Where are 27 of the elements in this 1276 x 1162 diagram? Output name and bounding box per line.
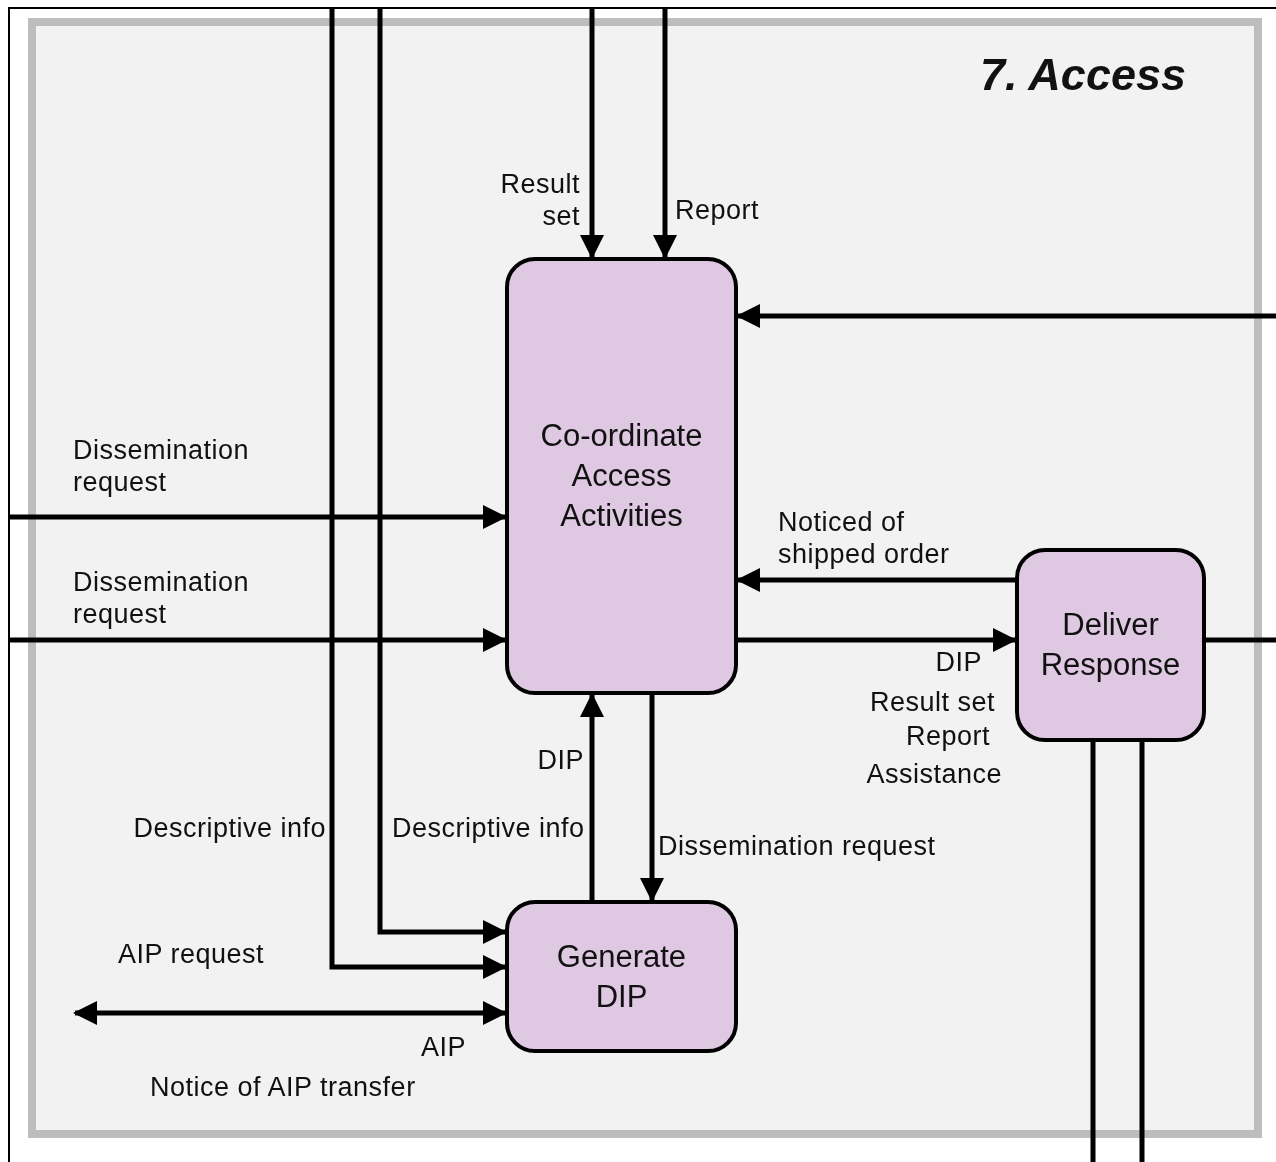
process-label: Co-ordinate Access Activities (539, 417, 704, 535)
process-box (505, 900, 738, 1053)
process-box (1015, 548, 1206, 742)
connector-line (1139, 742, 1145, 1162)
flow-label: Notice of AIP transfer (150, 1071, 417, 1103)
arrow (736, 568, 1015, 592)
flow-label: Assistance (865, 758, 1002, 790)
arrow (580, 8, 604, 259)
flow-label: AIP (419, 1031, 466, 1063)
connector-line (1090, 742, 1096, 1162)
arrow (8, 628, 507, 652)
process-label: Deliver Response (1039, 606, 1182, 684)
process-box (505, 257, 738, 695)
arrow (8, 505, 507, 529)
connector-line (1206, 637, 1276, 643)
arrow (738, 628, 1017, 652)
arrow (653, 8, 677, 259)
panel-title: 7. Access (980, 48, 1186, 102)
arrow (329, 8, 507, 979)
arrow (377, 8, 507, 944)
arrow (640, 695, 664, 902)
flow-label: Report (904, 720, 990, 752)
arrow (73, 1001, 507, 1025)
arrow (736, 304, 1276, 328)
flow-label: Result set (868, 686, 995, 718)
process-label: Generate DIP (555, 937, 688, 1016)
arrow (580, 693, 604, 900)
